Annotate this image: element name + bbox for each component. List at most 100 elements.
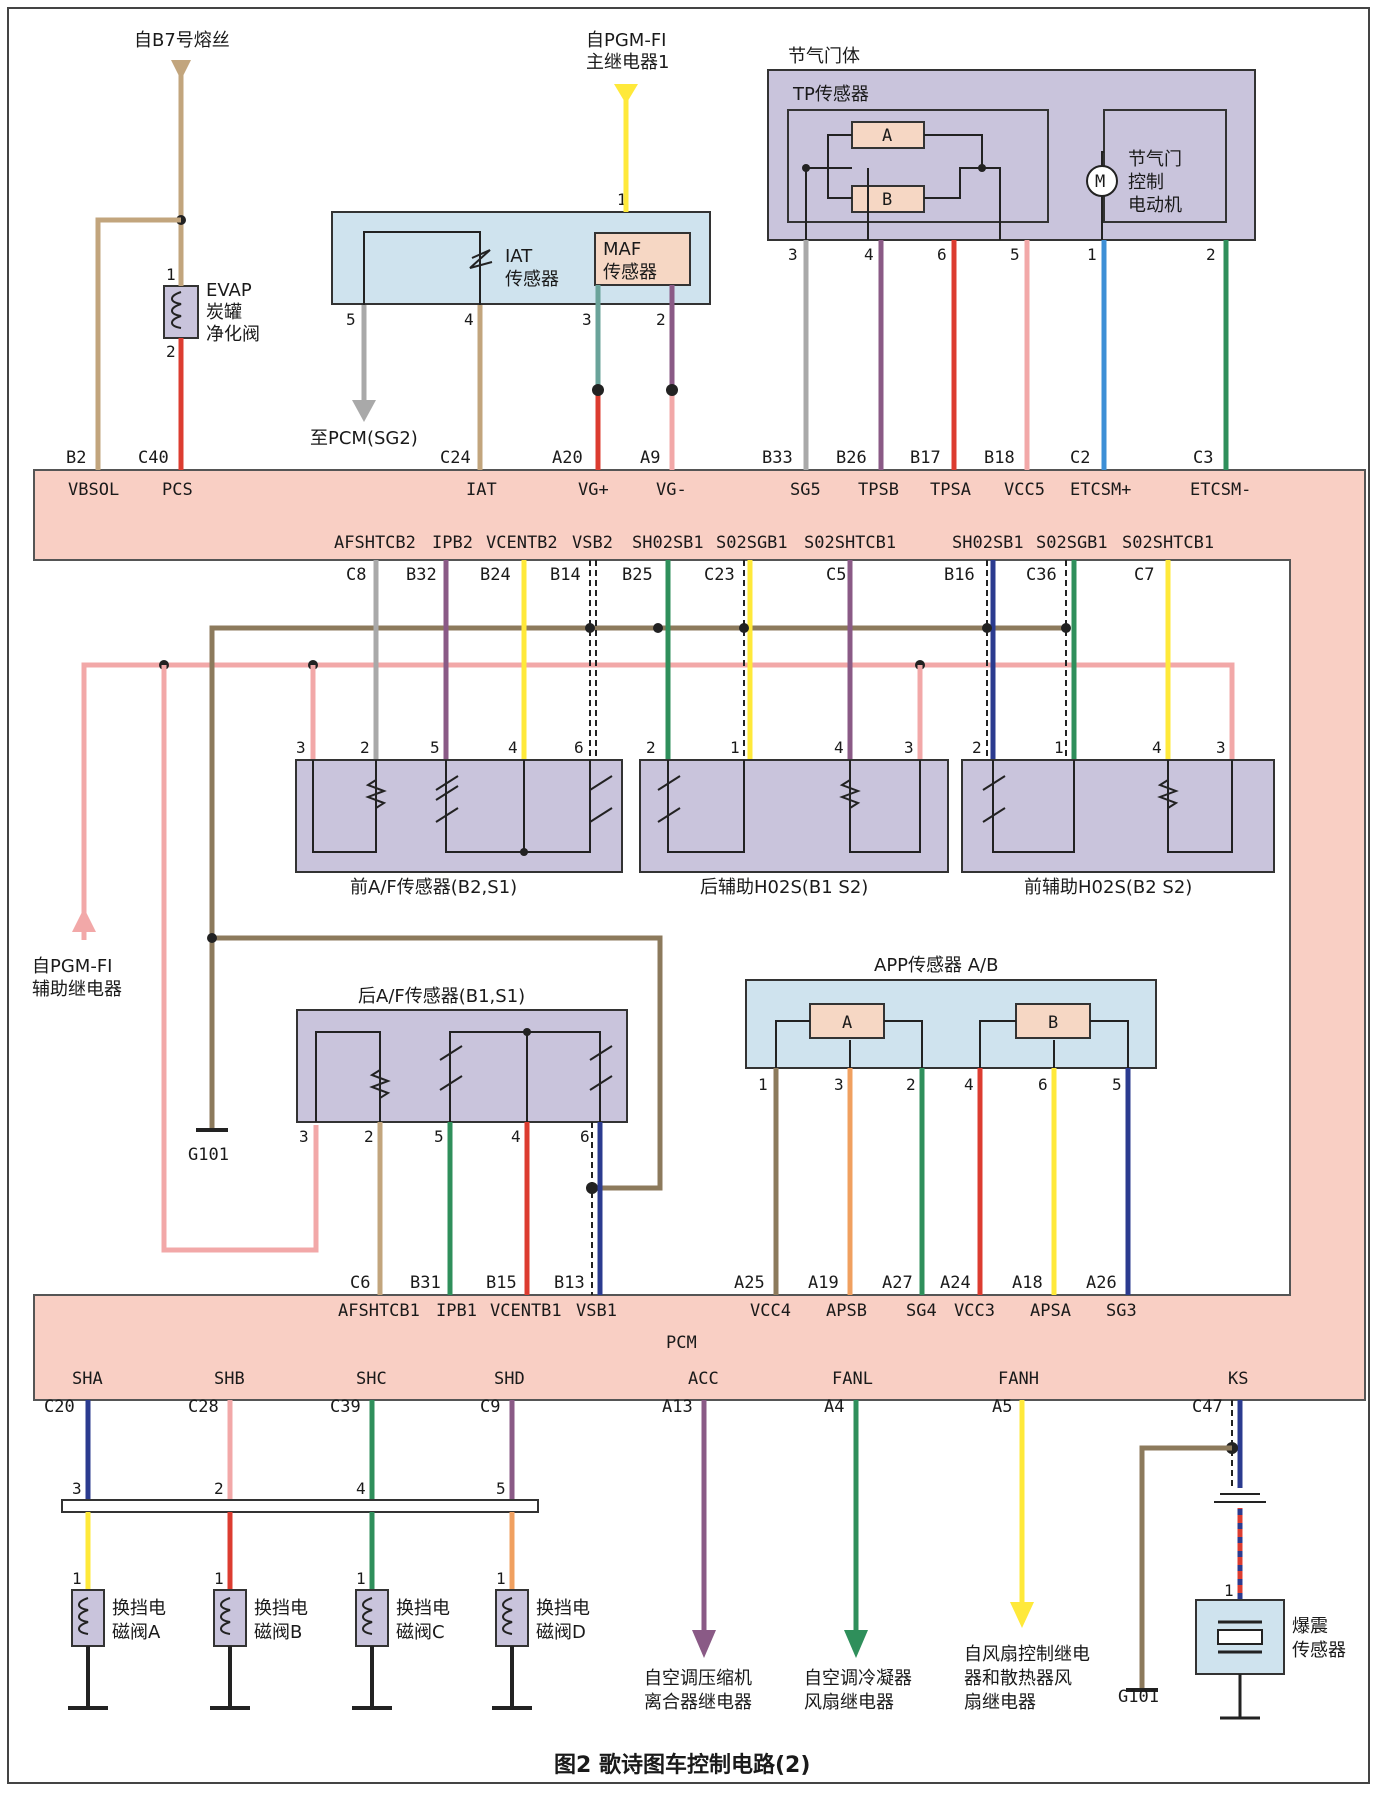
pgmfi-main-label-2: 主继电器1 [586,52,669,73]
pcm-signal: VG+ [578,480,609,500]
pcm-signal: TPSB [858,480,899,500]
pcm-code: B18 [984,448,1015,468]
rear-af-resistor-icon [369,1069,391,1099]
pcm-signal: IPB1 [436,1301,477,1321]
pcm-inner-code: B25 [622,565,653,585]
motor-symbol: M [1095,172,1105,192]
tp-b-label: B [882,190,892,210]
pcm-inner-codes: C8 B32 B24 B14 B25 C23 C5 B16 C36 C7 [346,565,1154,585]
maf-pin-2: 2 [656,310,666,329]
pcm-signal: VG- [656,480,687,500]
app-b-label: B [1048,1013,1058,1033]
pcm-inner-code: B16 [944,565,975,585]
aux-relay-label-1: 自PGM-FI [32,956,113,977]
b7-fuse-label: 自B7号熔丝 [134,30,230,51]
evap-solenoid-box [163,285,199,339]
sol-a-label-2: 磁阀A [112,1622,161,1643]
pcm-out-code: C47 [1192,1397,1223,1417]
shift-solenoid-d [495,1589,529,1647]
sol-b-pin: 1 [214,1569,224,1588]
front-ho2s-pin: 2 [972,738,982,757]
pcm-code: A24 [940,1273,971,1293]
solenoid-d-coil-icon [502,1597,513,1635]
ks-label-1: 爆震 [1292,1616,1328,1637]
pcm-output-codes: C20 C28 C39 C9 A13 A4 A5 C47 [44,1397,1223,1417]
motor-pin-2: 2 [1206,245,1216,264]
pcm-signal: APSB [826,1301,867,1321]
pcm-code: C40 [138,448,169,468]
pcm-code: C2 [1070,448,1090,468]
rear-af-pin: 5 [434,1127,444,1146]
pcm-inner-code: C36 [1026,565,1057,585]
solenoid-c-coil-icon [362,1597,373,1635]
pcm-signal: IAT [466,480,497,500]
pcm-code: A25 [734,1273,765,1293]
rear-ho2s-label: 后辅助H02S(B1 S2) [700,877,868,898]
fanh-label-2: 器和散热器风 [964,1668,1072,1689]
evap-pin-1: 1 [166,265,176,284]
pcm-code: A18 [1012,1273,1043,1293]
solenoid-b-coil-icon [220,1597,231,1635]
pcm-signal: ETCSM+ [1070,480,1131,500]
app-sensor-box [745,979,1157,1069]
pcm-code: A20 [552,448,583,468]
rear-af-pin: 2 [364,1127,374,1146]
pcm-out-signal: SHD [494,1369,525,1389]
pcm-code: B15 [486,1273,517,1293]
sol-c-pin: 1 [356,1569,366,1588]
pcm-signal: VBSOL [68,480,119,500]
app-pin: 3 [834,1075,844,1094]
front-af-label: 前A/F传感器(B2,S1) [350,877,517,898]
rear-ho2s-pin: 4 [834,738,844,757]
pcm-out-signal: ACC [688,1369,719,1389]
app-pin: 2 [906,1075,916,1094]
acc-label-2: 离合器继电器 [644,1692,752,1713]
pcm-signal: PCS [162,480,193,500]
pcm-signal: VCC3 [954,1301,995,1321]
evap-pin-2: 2 [166,342,176,361]
pcm-signal: VCENTB1 [490,1301,562,1321]
ks-shield-connector-icon [1214,1493,1266,1503]
pcm-code: B26 [836,448,867,468]
pcm-code: A19 [808,1273,839,1293]
pcm-out-code: A4 [824,1397,844,1417]
sol-b-label-1: 换挡电 [254,1598,308,1619]
front-ho2s-label: 前辅助H02S(B2 S2) [1024,877,1192,898]
ks-label-2: 传感器 [1292,1640,1346,1661]
bus-pin: 2 [214,1479,224,1498]
evap-coil-icon [171,291,182,329]
acc-label-1: 自空调压缩机 [644,1668,752,1689]
pcm-code: C24 [440,448,471,468]
front-af-sensor-box [295,759,623,873]
pcm-code: B33 [762,448,793,468]
front-af-pin: 5 [430,738,440,757]
tp-pin-3: 3 [788,245,798,264]
pcm-signal: SG4 [906,1301,937,1321]
throttle-body-label: 节气门体 [788,46,860,67]
front-ho2s-pin: 3 [1216,738,1226,757]
bus-pin: 5 [496,1479,506,1498]
pcm-inner-signal: AFSHTCB2 [334,533,416,553]
sol-d-label-2: 磁阀D [536,1622,586,1643]
maf-label-2: 传感器 [603,262,657,283]
motor-label-1: 节气门 [1128,149,1182,170]
front-ho2s-box [961,759,1275,873]
ks-pin: 1 [1224,1581,1234,1600]
tp-sensor-box [787,109,1049,223]
diagram-border [7,7,1370,1784]
tp-pin-5: 5 [1010,245,1020,264]
front-ho2s-heater-icon [1157,779,1179,809]
pcm-bottom-codes: C6 B31 B15 B13 A25 A19 A27 A24 A18 A26 [350,1273,1117,1293]
pcm-out-code: C20 [44,1397,75,1417]
pcm-inner-signal: SH02SB1 [632,533,704,553]
pcm-inner-signal: VCENTB2 [486,533,558,553]
evap-label-2: 炭罐 [206,302,242,323]
pcm-inner-signal: VSB2 [572,533,613,553]
front-ho2s-pin: 4 [1152,738,1162,757]
tp-pin-4: 4 [864,245,874,264]
sol-c-label-2: 磁阀C [396,1622,445,1643]
rear-af-label: 后A/F传感器(B1,S1) [358,986,525,1007]
rear-af-pin: 3 [299,1127,309,1146]
pcm-inner-code: C5 [826,565,846,585]
